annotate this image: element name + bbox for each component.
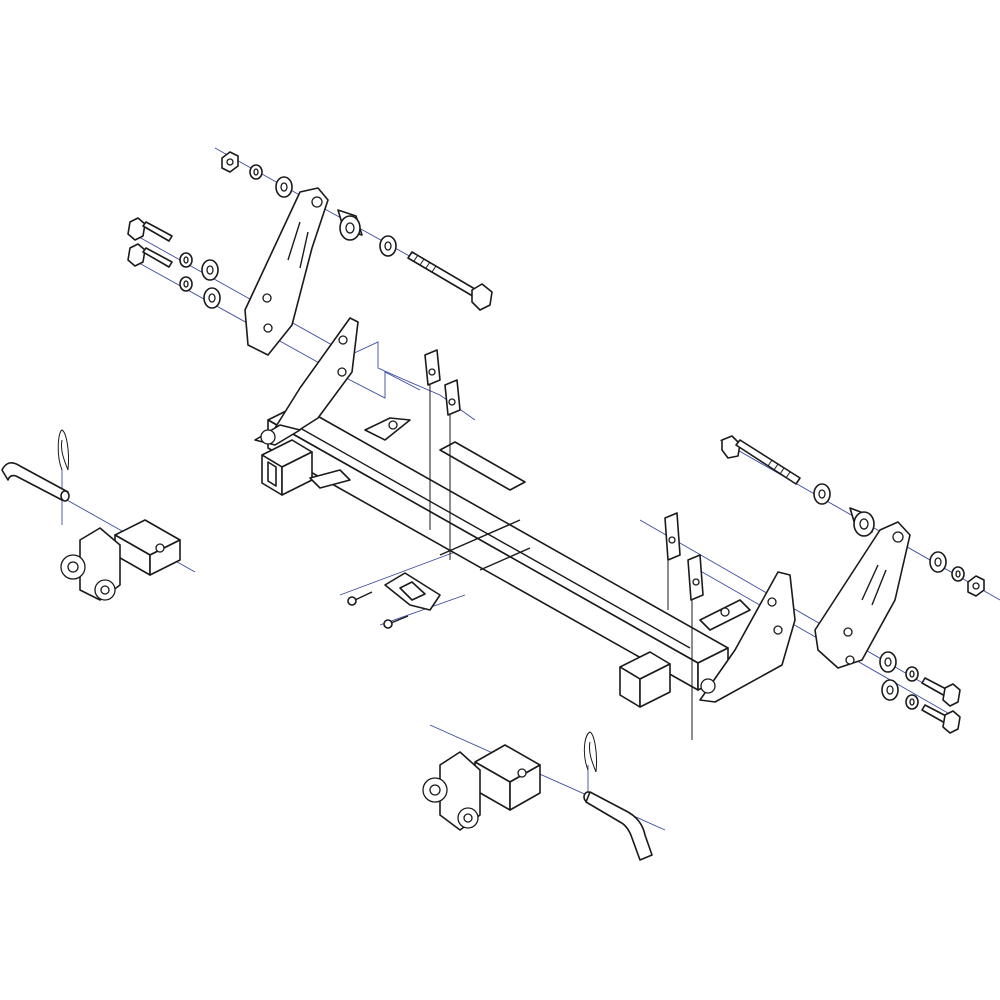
lock-washer [179,276,193,292]
lock-washer [179,252,193,268]
flat-washer [929,551,947,573]
right-receiver [619,571,796,708]
hairpin-clip [57,429,69,471]
mounting-plate [384,572,441,611]
flat-washer [201,259,219,281]
left-stinger [60,519,181,601]
hex-bolt [921,677,961,707]
left-receiver [254,317,411,496]
left-bracket [244,187,329,356]
long-bolt [407,251,493,311]
flat-washer [203,287,221,309]
screw [347,591,373,606]
hitch-pin [583,791,653,861]
bottom-stinger [422,744,541,831]
right-bracket [814,521,911,669]
main-crossbar [267,404,729,691]
flat-washer [813,483,831,505]
hex-bolt [127,243,173,268]
lock-washer [905,694,919,710]
spacer-sleeve [849,507,875,537]
flat-washer [881,679,899,701]
flat-washer [879,651,897,673]
screw [383,615,409,629]
flat-washer [379,235,397,257]
flat-washer [275,176,293,198]
long-bolt [721,435,801,485]
hitch-pin [1,462,70,502]
hairpin-clip [583,731,597,773]
lock-washer [905,666,919,682]
centerlines [9,147,1000,831]
hex-nut [221,151,239,173]
hex-bolt [127,217,173,242]
lock-washer [951,566,965,582]
lock-washer [249,164,263,180]
rods [439,519,531,571]
hex-bolt [921,704,961,734]
safety-cable-tabs [424,349,704,740]
hex-nut [967,575,985,597]
spacer-sleeve [337,209,363,241]
